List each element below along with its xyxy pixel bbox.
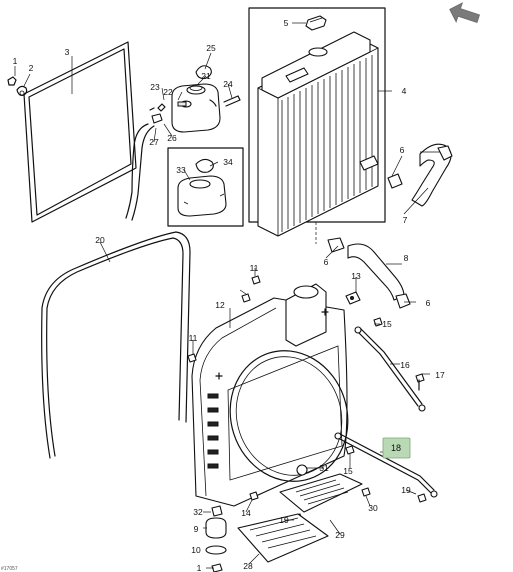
callout-17: 17 bbox=[435, 370, 445, 380]
callout-6b: 6 bbox=[324, 257, 329, 267]
expansion-tank-part bbox=[171, 65, 221, 133]
support-rod-18 bbox=[334, 432, 438, 498]
callout-14: 14 bbox=[241, 508, 251, 518]
callout-21: 21 bbox=[201, 71, 211, 81]
callout-25: 25 bbox=[206, 43, 216, 53]
callout-26: 26 bbox=[167, 133, 177, 143]
callout-1b: 1 bbox=[197, 563, 202, 572]
callout-19a: 19 bbox=[401, 485, 411, 495]
support-rod-16 bbox=[354, 326, 426, 412]
callout-2: 2 bbox=[29, 63, 34, 73]
callout-labels: 1 2 3 4 5 6 6 6 7 8 9 10 11 11 12 13 14 … bbox=[13, 18, 445, 572]
callout-10: 10 bbox=[191, 545, 201, 555]
callout-7: 7 bbox=[403, 215, 408, 225]
bracket-part bbox=[345, 291, 361, 305]
callout-16: 16 bbox=[400, 360, 410, 370]
callout-31: 31 bbox=[319, 463, 329, 473]
highlighted-callout-box bbox=[382, 437, 411, 459]
callout-1a: 1 bbox=[13, 56, 18, 66]
arrow-up-left-icon[interactable] bbox=[447, 2, 481, 26]
callout-11b: 11 bbox=[189, 333, 198, 343]
callout-12: 12 bbox=[215, 300, 225, 310]
callout-6c: 6 bbox=[426, 298, 431, 308]
callout-4: 4 bbox=[402, 86, 407, 96]
isolator-mount-stack bbox=[205, 505, 227, 572]
callout-15b: 15 bbox=[343, 466, 353, 476]
callout-9: 9 bbox=[194, 524, 199, 534]
callout-27: 27 bbox=[149, 137, 159, 147]
callout-33: 33 bbox=[176, 165, 186, 175]
floor-mat-28 bbox=[237, 513, 329, 563]
fan-shroud-part bbox=[191, 283, 349, 507]
callout-24: 24 bbox=[223, 79, 233, 89]
callout-28: 28 bbox=[243, 561, 253, 571]
callout-30: 30 bbox=[368, 503, 378, 513]
alternate-tank-inset bbox=[167, 147, 244, 227]
leader-lines bbox=[14, 22, 440, 569]
callout-13: 13 bbox=[351, 271, 361, 281]
callout-6a: 6 bbox=[400, 145, 405, 155]
floor-mat-29 bbox=[279, 464, 363, 513]
callout-15a: 15 bbox=[382, 319, 392, 329]
callout-19b: 19 bbox=[279, 515, 289, 525]
rubber-seal-strip-part bbox=[41, 231, 191, 459]
callout-23: 23 bbox=[150, 82, 160, 92]
callout-29: 29 bbox=[335, 530, 345, 540]
callout-32: 32 bbox=[193, 507, 203, 517]
callout-5: 5 bbox=[284, 18, 289, 28]
hose-and-pin-part bbox=[125, 95, 241, 221]
callout-8: 8 bbox=[404, 253, 409, 263]
callout-3: 3 bbox=[65, 47, 70, 57]
bolt-and-clip-part bbox=[7, 76, 28, 97]
gasket-frame-part bbox=[23, 41, 137, 223]
callout-34: 34 bbox=[223, 157, 233, 167]
callout-22: 22 bbox=[163, 87, 173, 97]
callout-20: 20 bbox=[95, 235, 105, 245]
radiator-part bbox=[248, 7, 386, 237]
upper-hose-part bbox=[387, 143, 453, 207]
callout-11a: 11 bbox=[250, 263, 259, 273]
lower-hose-part bbox=[327, 237, 411, 309]
figure-id-text: #17057 bbox=[1, 566, 18, 572]
callout-18: 18 bbox=[391, 443, 401, 453]
